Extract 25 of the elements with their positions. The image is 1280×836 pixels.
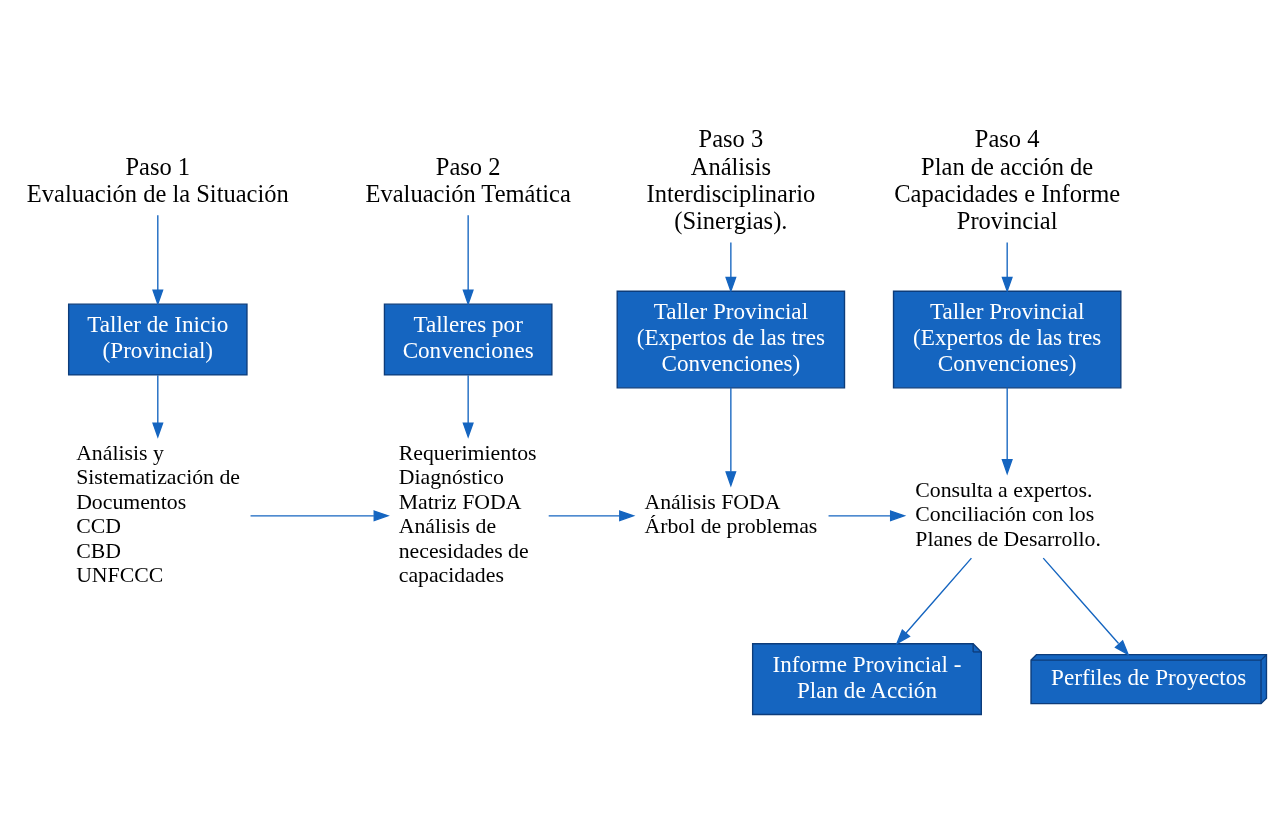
arrow [1042,556,1130,656]
node-text: Paso 1 Evaluación de la Situación [26,152,289,207]
arrow [462,374,474,439]
node-text: Análisis y Sistematización de Documentos CCD CBD UNFCCC [76,440,240,587]
node-text: Requerimientos Diagnóstico Matriz FODA Análisis de necesidades de capacidades [398,440,537,587]
node-box: Taller Provincial (Expertos de las tres Convenciones) [616,290,846,389]
node-text: Paso 4 Plan de acción de Capacidades e Informe Provincial [894,124,1121,234]
arrow [895,556,973,645]
arrow [725,241,737,293]
arrow [152,374,164,439]
node-text: Paso 2 Evaluación Temática [365,152,571,207]
arrow [249,509,390,522]
node-text: Consulta a expertos. Conciliación con los Planes de Desarrollo. [915,477,1101,550]
arrow [1001,386,1013,475]
node-text: Paso 3 Análisis Interdisciplinario (Sinergias). [646,124,816,234]
arrow [548,509,636,522]
arrow [827,509,907,522]
arrow [1001,241,1013,293]
node-box: Talleres por Convenciones [383,303,553,376]
arrow [725,386,737,487]
arrow [462,214,474,306]
node-box: Taller de Inicio (Provincial) [67,303,248,376]
arrow [152,214,164,306]
node-text: Análisis FODA Árbol de problemas [644,489,818,538]
node-box: Taller Provincial (Expertos de las tres Convenciones) [892,290,1122,389]
